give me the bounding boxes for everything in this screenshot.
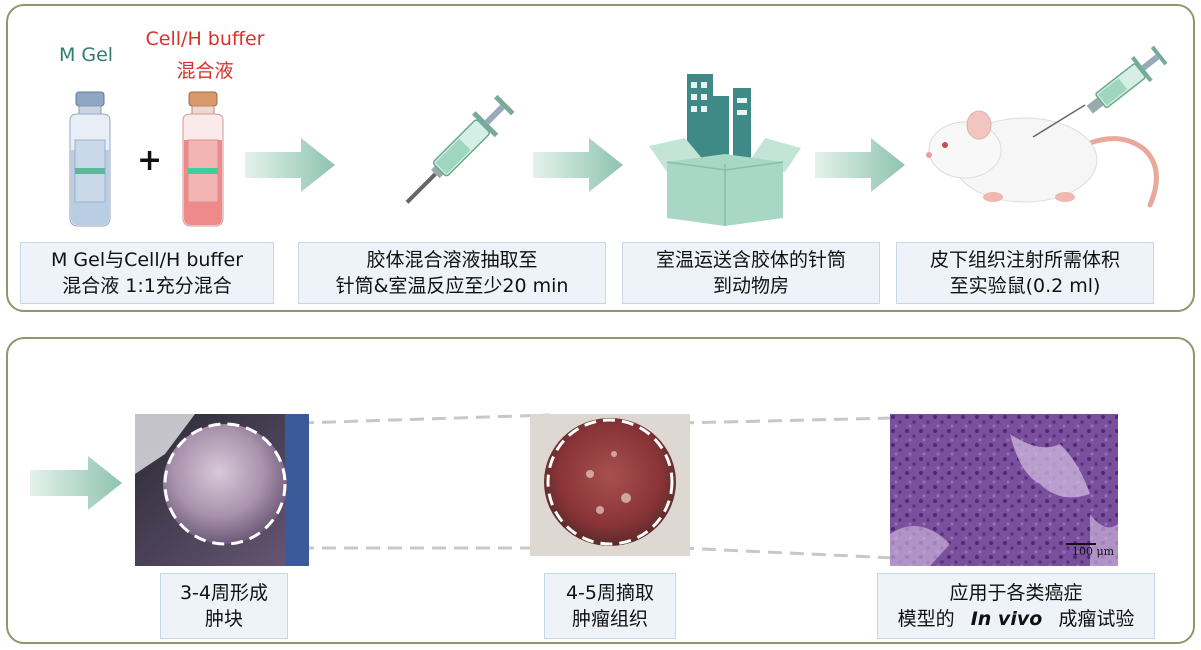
mouse-injection-icon xyxy=(926,45,1168,208)
step-3-line1: 室温运送含胶体的针筒 xyxy=(655,249,846,271)
step-4-line1: 皮下组织注射所需体积 xyxy=(929,249,1120,271)
step-2-line1: 胶体混合溶液抽取至 xyxy=(366,249,538,271)
step-4-caption: 皮下组织注射所需体积 至实验鼠(0.2 ml) xyxy=(896,242,1154,304)
mouse-tumor-photo xyxy=(135,414,309,566)
step-2-caption: 胶体混合溶液抽取至 针筒&室温反应至少20 min xyxy=(298,242,606,304)
result-2-line2: 肿瘤组织 xyxy=(571,608,648,630)
cell-buffer-label: Cell/H buffer xyxy=(145,28,265,50)
excised-tumor-photo xyxy=(530,414,690,556)
result-1-line2: 肿块 xyxy=(204,608,243,630)
cell-buffer-vial-icon xyxy=(182,91,224,227)
flow-arrow-2 xyxy=(533,138,623,192)
step-3-caption: 室温运送含胶体的针筒 到动物房 xyxy=(622,242,880,304)
result-3-line2-pre: 模型的 xyxy=(897,608,955,630)
m-gel-vial-icon xyxy=(69,91,111,227)
cell-buffer-label-cn: 混合液 xyxy=(176,60,234,82)
histology-photo xyxy=(890,414,1118,566)
syringe-icon xyxy=(405,94,515,204)
step-1-caption: M Gel与Cell/H buffer 混合液 1:1充分混合 xyxy=(20,242,274,304)
result-3-caption: 应用于各类癌症 模型的 In vivo 成瘤试验 xyxy=(877,573,1155,639)
flow-arrow-4 xyxy=(30,456,122,510)
plus-sign: + xyxy=(137,143,163,178)
step-4-line2: 至实验鼠(0.2 ml) xyxy=(949,275,1101,297)
flow-arrow-1 xyxy=(245,138,335,192)
step-2-line2: 针筒&室温反应至少20 min xyxy=(335,275,569,297)
transport-box-icon xyxy=(649,74,801,226)
m-gel-label: M Gel xyxy=(58,44,114,66)
result-3-line1: 应用于各类癌症 xyxy=(949,582,1083,604)
step-1-line2: 混合液 1:1充分混合 xyxy=(62,275,232,297)
result-3-line2-post: 成瘤试验 xyxy=(1058,608,1135,630)
flow-arrow-3 xyxy=(815,138,905,192)
step-3-line2: 到动物房 xyxy=(712,275,789,297)
result-1-caption: 3-4周形成 肿块 xyxy=(160,573,288,639)
result-2-line1: 4-5周摘取 xyxy=(565,582,655,604)
result-2-caption: 4-5周摘取 肿瘤组织 xyxy=(544,573,676,639)
result-1-line1: 3-4周形成 xyxy=(179,582,269,604)
scale-bar-label: 100 μm xyxy=(1072,545,1115,558)
step-1-line1: M Gel与Cell/H buffer xyxy=(50,249,244,271)
result-3-line2: 模型的 In vivo 成瘤试验 xyxy=(898,606,1135,632)
result-3-in-vivo: In vivo xyxy=(970,608,1043,630)
